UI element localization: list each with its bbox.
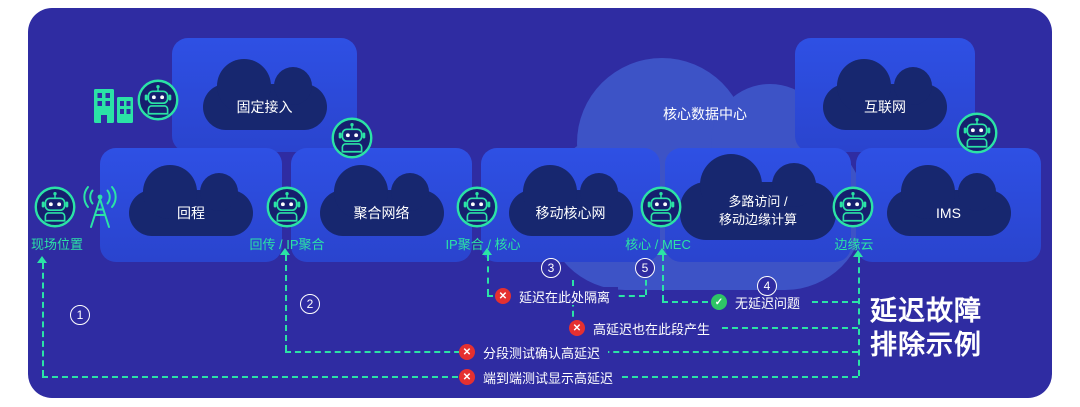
step-marker-2: 2 — [300, 294, 320, 314]
dashed-hline — [42, 376, 858, 378]
buildings-icon — [94, 89, 133, 123]
network-topology-panel: 固定接入 互联网 核心数据中心 回程 聚合网络 移动核心网 — [28, 8, 1052, 398]
robot-icon — [640, 186, 682, 228]
antenna-icon — [83, 186, 117, 228]
step-marker-5: 5 — [635, 258, 655, 278]
dashed-vline — [42, 263, 44, 376]
robot-icon — [34, 186, 76, 228]
robot-icon — [266, 186, 308, 228]
aggregation-network-label: 聚合网络 — [353, 205, 410, 221]
aggregation-network-block: 聚合网络 — [291, 148, 472, 262]
robot-icon — [456, 186, 498, 228]
error-icon: ✕ — [569, 320, 585, 336]
dashed-vline — [487, 255, 489, 295]
dashed-vline — [662, 255, 664, 301]
backhaul-label: 回程 — [177, 205, 205, 221]
aggregation-network-cloud: 聚合网络 — [319, 165, 444, 236]
annotation-text: 延迟在此处隔离 — [519, 289, 611, 305]
mec-cloud: 多路访问 / 移动边缘计算 — [680, 154, 836, 240]
mobile-core-block: 移动核心网 — [481, 148, 660, 262]
annotation-text: 分段测试确认高延迟 — [483, 345, 601, 361]
internet-label: 互联网 — [864, 99, 906, 115]
junction-label-edge-cloud: 边缘云 — [834, 237, 874, 252]
up-arrow-icon — [853, 250, 863, 257]
annotation-text: 端到端测试显示高延迟 — [483, 370, 614, 386]
dashed-vline — [645, 280, 647, 295]
error-icon: ✕ — [495, 288, 511, 304]
mobile-core-label: 移动核心网 — [535, 205, 606, 221]
error-icon: ✕ — [459, 369, 475, 385]
robot-icon — [832, 186, 874, 228]
annotation-e2e-test: ✕ 端到端测试显示高延迟 — [459, 368, 622, 386]
annotation-text: 无延迟问题 — [735, 295, 801, 311]
step-marker-3: 3 — [541, 258, 561, 278]
robot-icon — [331, 117, 373, 159]
dashed-vline — [285, 255, 287, 351]
fixed-access-label: 固定接入 — [236, 99, 293, 115]
diagram-title-line2: 排除示例 — [870, 330, 982, 360]
junction-label-backhaul-ip-agg: 回传 / IP聚合 — [249, 237, 325, 252]
annotation-latency-isolated: ✕ 延迟在此处隔离 — [495, 287, 619, 305]
dashed-vline — [858, 257, 860, 376]
step-marker-1: 1 — [70, 305, 90, 325]
fixed-access-cloud: 固定接入 — [202, 59, 327, 130]
mobile-core-cloud: 移动核心网 — [508, 165, 633, 236]
junction-label-core-mec: 核心 / MEC — [625, 237, 691, 252]
core-datacenter-label: 核心数据中心 — [663, 106, 747, 122]
internet-cloud: 互联网 — [823, 59, 947, 130]
ims-label: IMS — [936, 205, 961, 221]
annotation-text: 高延迟也在此段产生 — [593, 321, 711, 337]
robot-icon — [956, 112, 998, 154]
backhaul-cloud: 回程 — [129, 165, 253, 236]
ims-block: IMS — [856, 148, 1041, 262]
annotation-no-latency: ✓ 无延迟问题 — [711, 293, 809, 311]
annotation-latency-also-segment: ✕ 高延迟也在此段产生 — [569, 319, 719, 337]
backhaul-block: 回程 — [100, 148, 282, 262]
junction-label-ip-agg-core: IP聚合 / 核心 — [445, 237, 521, 252]
step-marker-4: 4 — [757, 276, 777, 296]
mec-label-line2: 移动边缘计算 — [718, 212, 797, 227]
up-arrow-icon — [482, 248, 492, 255]
internet-block: 互联网 — [795, 38, 975, 152]
fixed-access-block: 固定接入 — [172, 38, 357, 152]
junction-label-site-location: 现场位置 — [30, 237, 84, 252]
up-arrow-icon — [280, 248, 290, 255]
ims-cloud: IMS — [886, 165, 1011, 236]
annotation-segment-test: ✕ 分段测试确认高延迟 — [459, 343, 609, 361]
mec-block: 多路访问 / 移动边缘计算 — [665, 148, 851, 262]
robot-icon — [137, 79, 179, 121]
up-arrow-icon — [37, 256, 47, 263]
mec-label-line1: 多路访问 / — [728, 194, 788, 210]
check-icon: ✓ — [711, 294, 727, 310]
error-icon: ✕ — [459, 344, 475, 360]
diagram-title: 延迟故障 排除示例 — [870, 294, 982, 362]
up-arrow-icon — [657, 248, 667, 255]
diagram-title-line1: 延迟故障 — [870, 296, 982, 326]
